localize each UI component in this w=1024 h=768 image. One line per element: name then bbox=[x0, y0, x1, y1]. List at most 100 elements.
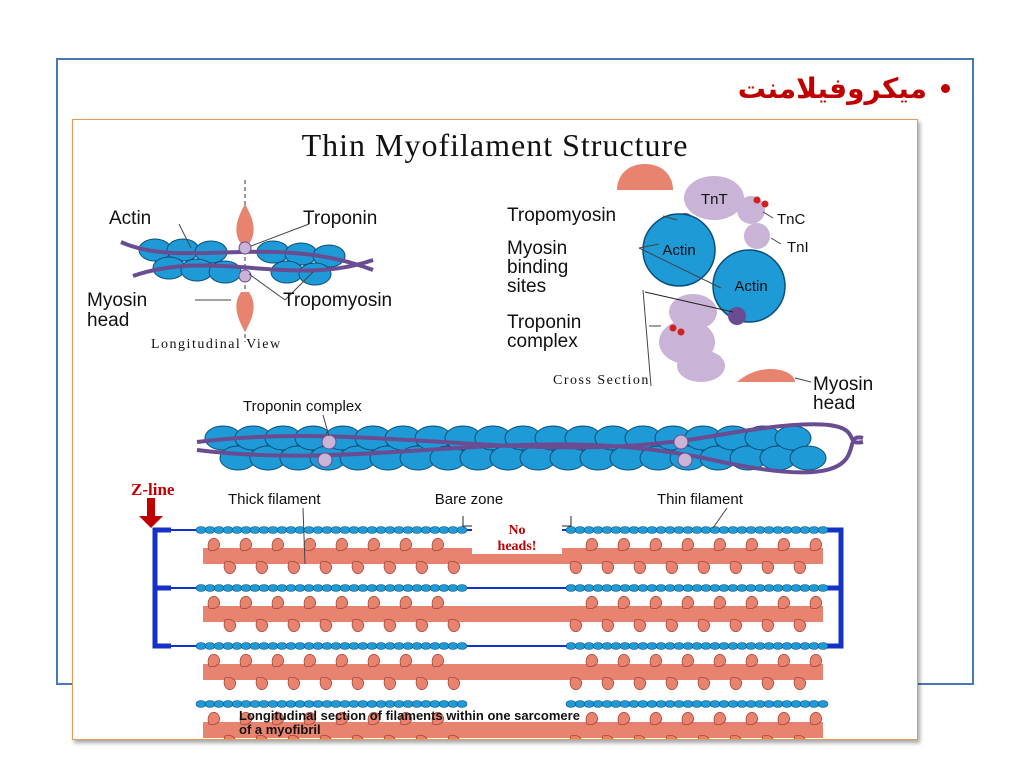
thin-filament-bead bbox=[222, 584, 234, 592]
thin-filament-bead bbox=[799, 526, 811, 534]
thin-filament-bead bbox=[565, 584, 577, 592]
thin-filament-bead bbox=[781, 642, 793, 650]
myosin-head bbox=[745, 595, 759, 609]
myosin-head bbox=[319, 561, 333, 575]
myosin-head bbox=[271, 711, 285, 725]
thin-filament-bead bbox=[664, 700, 676, 708]
myosin-head bbox=[415, 677, 429, 691]
thin-filament-bead bbox=[312, 642, 324, 650]
cross-section: Tropomyosin TnT TnC TnI Myosin binding s… bbox=[507, 164, 873, 414]
thin-filament-bead bbox=[303, 642, 315, 650]
actin-label: Actin bbox=[109, 208, 151, 229]
thin-filament-bead bbox=[294, 584, 306, 592]
myosin-head bbox=[335, 711, 349, 725]
thin-filament-label: Thin filament bbox=[657, 491, 744, 508]
thin-filament-bead bbox=[330, 642, 342, 650]
thin-filament-bead bbox=[420, 700, 432, 708]
myosin-head bbox=[367, 711, 381, 725]
myosin-head bbox=[697, 677, 711, 691]
thin-filament-bead bbox=[429, 642, 441, 650]
thin-filament-bead bbox=[366, 700, 378, 708]
thin-filament-bead bbox=[222, 642, 234, 650]
thin-filament-bead bbox=[646, 584, 658, 592]
thin-filament-bead bbox=[628, 642, 640, 650]
thin-filament-bead bbox=[312, 700, 324, 708]
thin-filament-bead bbox=[574, 526, 586, 534]
myosin-head bbox=[447, 735, 460, 739]
thin-filament-bead bbox=[285, 526, 297, 534]
myosin-head bbox=[367, 537, 381, 551]
thin-filament-bead bbox=[375, 584, 387, 592]
thin-filament-bead bbox=[375, 526, 387, 534]
thin-filament-bead bbox=[303, 584, 315, 592]
myosin-head bbox=[697, 619, 711, 633]
thin-filament-bead bbox=[565, 700, 577, 708]
thin-filament-bead bbox=[583, 642, 595, 650]
myosin-head bbox=[303, 595, 317, 609]
thin-filament-bead bbox=[240, 584, 252, 592]
thin-filament-bead bbox=[808, 642, 820, 650]
thick-filament-core bbox=[203, 548, 823, 564]
thin-filament-bead bbox=[574, 642, 586, 650]
thin-filament-bead bbox=[456, 642, 468, 650]
thin-filament-bead bbox=[790, 700, 802, 708]
myosin-head bbox=[399, 595, 413, 609]
thin-filament-bead bbox=[745, 526, 757, 534]
thin-filament-bead bbox=[592, 642, 604, 650]
myosin-head bbox=[665, 735, 678, 739]
thin-filament-bead bbox=[411, 584, 423, 592]
longitudinal-view: Actin Troponin Myosin head Tropomyosin L… bbox=[87, 180, 392, 352]
thin-filament-bead bbox=[691, 584, 703, 592]
myosin-head bbox=[809, 653, 823, 667]
binding-sites-label-1: Myosin bbox=[507, 238, 567, 259]
thin-filament-bead bbox=[393, 642, 405, 650]
thin-filament-bead bbox=[366, 526, 378, 534]
z-line-label: Z-line bbox=[131, 480, 175, 499]
tnc-label: TnC bbox=[777, 211, 806, 228]
myosin-head bbox=[713, 711, 727, 725]
thin-filament-bead bbox=[736, 584, 748, 592]
thin-filament-bead bbox=[438, 584, 450, 592]
thin-filament-bead bbox=[276, 642, 288, 650]
myosin-head bbox=[713, 537, 727, 551]
thin-filament-bead bbox=[420, 526, 432, 534]
thin-filament-bead bbox=[772, 584, 784, 592]
thin-filament-bead bbox=[438, 700, 450, 708]
thin-filament-bead bbox=[637, 526, 649, 534]
thin-filament-bead bbox=[420, 584, 432, 592]
tropomyosin-label: Tropomyosin bbox=[283, 290, 392, 311]
myosin-head-lower bbox=[236, 292, 254, 332]
myosin-head bbox=[665, 561, 679, 575]
thin-filament-bead bbox=[258, 584, 270, 592]
thin-filament-bead bbox=[781, 584, 793, 592]
myosin-head bbox=[745, 653, 759, 667]
myosin-head bbox=[367, 653, 381, 667]
thin-filament-bead bbox=[727, 584, 739, 592]
troponin-complex-cross-label-2: complex bbox=[507, 331, 578, 352]
myosin-head-label-2: head bbox=[87, 310, 129, 331]
thin-filament-bead bbox=[411, 642, 423, 650]
thin-filament-bead bbox=[655, 642, 667, 650]
thin-filament-bead bbox=[384, 700, 396, 708]
thin-filament-bead bbox=[393, 526, 405, 534]
thin-filament-bead bbox=[195, 584, 207, 592]
myosin-head-bottom bbox=[737, 368, 795, 382]
thin-filament-bead bbox=[763, 642, 775, 650]
myosin-head-upper bbox=[236, 204, 254, 244]
sarcomere-diagram bbox=[152, 526, 844, 739]
actin-cross-label-1: Actin bbox=[662, 242, 695, 259]
thin-filament-bead bbox=[294, 642, 306, 650]
thin-filament-bead bbox=[456, 700, 468, 708]
myosin-head bbox=[649, 537, 663, 551]
no-heads-label-2: heads! bbox=[498, 539, 537, 554]
thin-filament-bead bbox=[438, 642, 450, 650]
thin-filament-bead bbox=[772, 526, 784, 534]
tnt-label: TnT bbox=[701, 191, 728, 208]
myosin-head bbox=[809, 711, 823, 725]
myosin-head bbox=[633, 561, 647, 575]
thin-filament-bead bbox=[195, 642, 207, 650]
myosin-head bbox=[383, 619, 397, 633]
thin-filament-bead bbox=[384, 584, 396, 592]
thin-filament-bead bbox=[258, 526, 270, 534]
thin-filament-bead bbox=[628, 700, 640, 708]
